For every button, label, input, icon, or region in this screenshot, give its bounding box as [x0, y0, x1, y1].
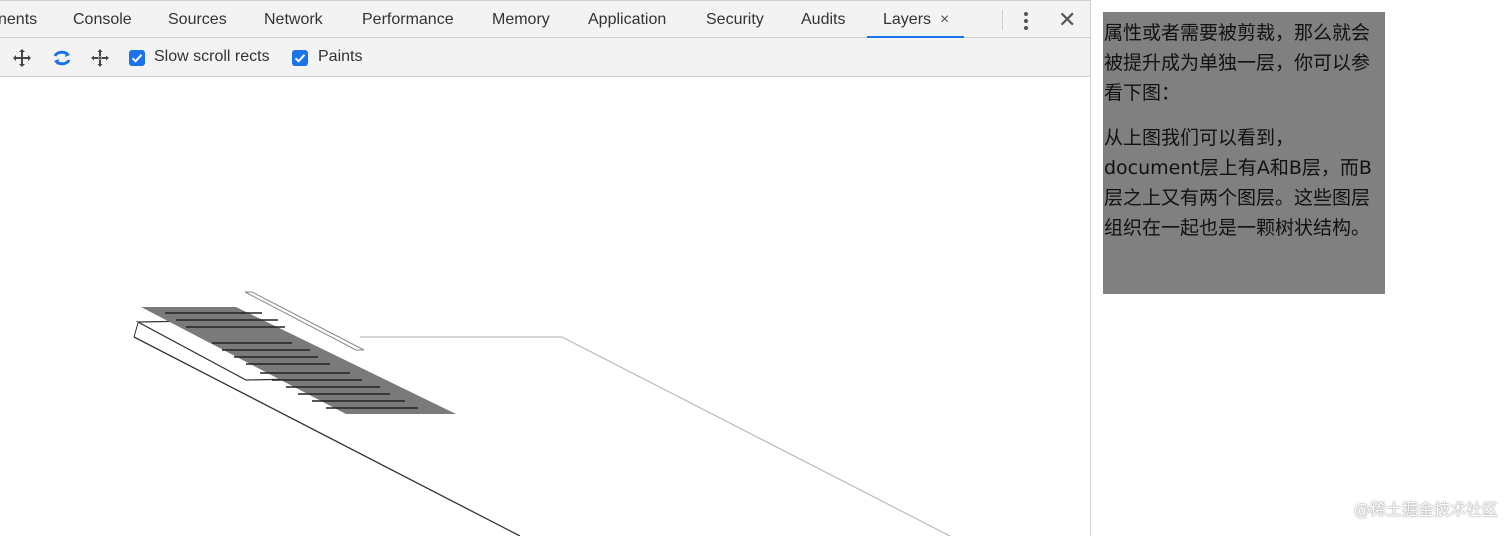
- document-layer-edge: [133, 336, 521, 536]
- slow-scroll-rects-checkbox[interactable]: [129, 50, 145, 66]
- checkmark-icon: [294, 54, 306, 63]
- toolbar-divider: [1002, 10, 1003, 30]
- document-layer-edge: [133, 322, 139, 338]
- layers-3d-view[interactable]: [0, 77, 1090, 536]
- tab-security[interactable]: Security: [706, 11, 764, 28]
- highlighted-article-box: 属性或者需要被剪裁，那么就会被提升成为单独一层，你可以参看下图： 从上图我们可以…: [1103, 12, 1385, 294]
- paints-checkbox[interactable]: [292, 50, 308, 66]
- more-options-icon[interactable]: [1021, 10, 1031, 32]
- layer-b-paint: [141, 307, 456, 414]
- reset-transform-icon[interactable]: [89, 47, 111, 69]
- layer-small-strip: [244, 291, 365, 351]
- tab-memory[interactable]: Memory: [492, 11, 550, 28]
- article-pane: 属性或者需要被剪裁，那么就会被提升成为单独一层，你可以参看下图： 从上图我们可以…: [1091, 0, 1512, 536]
- page-layer-outline: [360, 336, 951, 536]
- rotate-icon[interactable]: [51, 47, 73, 69]
- tab-elements[interactable]: nents: [0, 11, 38, 28]
- tab-network[interactable]: Network: [264, 11, 323, 28]
- layers-3d-viewport[interactable]: [0, 77, 1090, 536]
- close-devtools-icon[interactable]: ✕: [1058, 7, 1077, 32]
- article-paragraph-1: 属性或者需要被剪裁，那么就会被提升成为单独一层，你可以参看下图：: [1104, 22, 1371, 104]
- watermark: @稀土掘金技术社区: [1353, 500, 1498, 519]
- tab-layers[interactable]: Layers: [883, 11, 932, 28]
- tab-performance[interactable]: Performance: [362, 11, 454, 28]
- tab-close-icon[interactable]: ×: [940, 11, 950, 28]
- tab-console[interactable]: Console: [73, 11, 132, 28]
- pan-icon[interactable]: [11, 47, 33, 69]
- slow-scroll-rects-label[interactable]: Slow scroll rects: [154, 48, 270, 65]
- article-paragraph-2: 从上图我们可以看到，document层上有A和B层，而B层之上又有两个图层。这些…: [1104, 127, 1372, 239]
- devtools-panel: nents Console Sources Network Performanc…: [0, 0, 1091, 536]
- layers-toolbar: Slow scroll rects Paints: [0, 38, 1090, 77]
- tab-audits[interactable]: Audits: [801, 11, 846, 28]
- paints-label[interactable]: Paints: [318, 48, 363, 65]
- layer-b-text-lines: [165, 312, 418, 409]
- tab-sources[interactable]: Sources: [168, 11, 227, 28]
- checkmark-icon: [131, 54, 143, 63]
- active-tab-indicator: [867, 36, 964, 38]
- devtools-tabbar: nents Console Sources Network Performanc…: [0, 0, 1090, 38]
- tab-application[interactable]: Application: [588, 11, 667, 28]
